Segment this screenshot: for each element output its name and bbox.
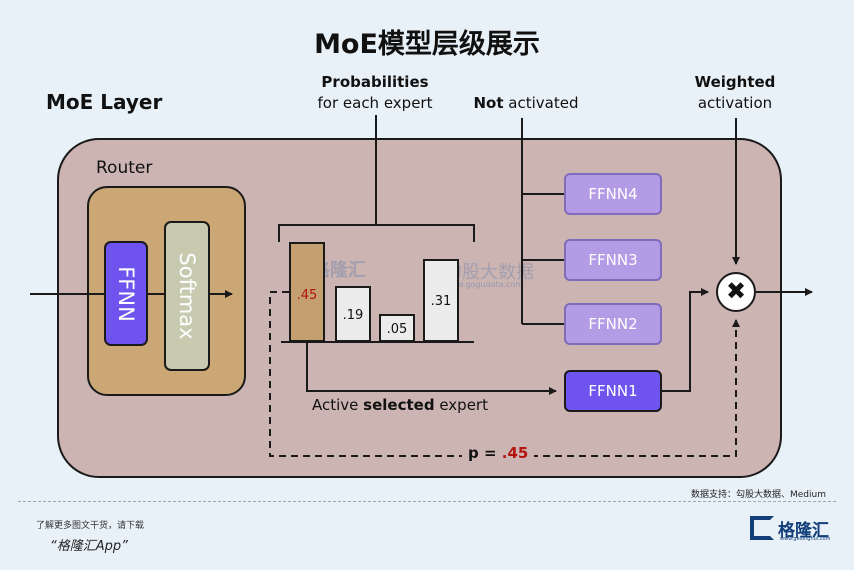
probability-weight-label: p = .45 [462,444,535,462]
active-selected-expert-label: Active selected expert [312,396,488,414]
moe-layer-title: MoE Layer [46,90,163,114]
expert-ffnn2: FFNN2 [564,303,662,345]
probability-bar: .05 [379,314,415,342]
watermark-brand2: 勾股大数据 [444,262,534,283]
probability-bar-selected: .45 [289,242,325,342]
multiply-icon: ✖ [716,272,756,312]
softmax-block: Softmax [164,221,210,371]
footer-note: 了解更多图文干货，请下载 [36,521,145,531]
logo-url: www.gelonghui.com [780,536,831,542]
watermark-brand: 格隆汇 [312,260,366,281]
watermark-url: www.gogudata.com [444,280,524,289]
source-note: 数据支持：勾股大数据、Medium [691,490,826,500]
logo-text: 格隆汇 [778,521,829,541]
page-title: MoE模型层级展示 [314,29,540,60]
probability-bar: .19 [335,286,371,342]
expert-ffnn4: FFNN4 [564,173,662,215]
probability-bar: .31 [423,259,459,342]
footer-app-name: “格隆汇App” [50,539,128,554]
logo-mark-icon [750,516,774,540]
not-activated-label: Not activated [473,94,579,112]
footer-divider [18,501,836,502]
router-label: Router [96,158,153,178]
router-ffnn-block: FFNN [104,241,148,346]
expert-ffnn1-active: FFNN1 [564,370,662,412]
expert-ffnn3: FFNN3 [564,239,662,281]
